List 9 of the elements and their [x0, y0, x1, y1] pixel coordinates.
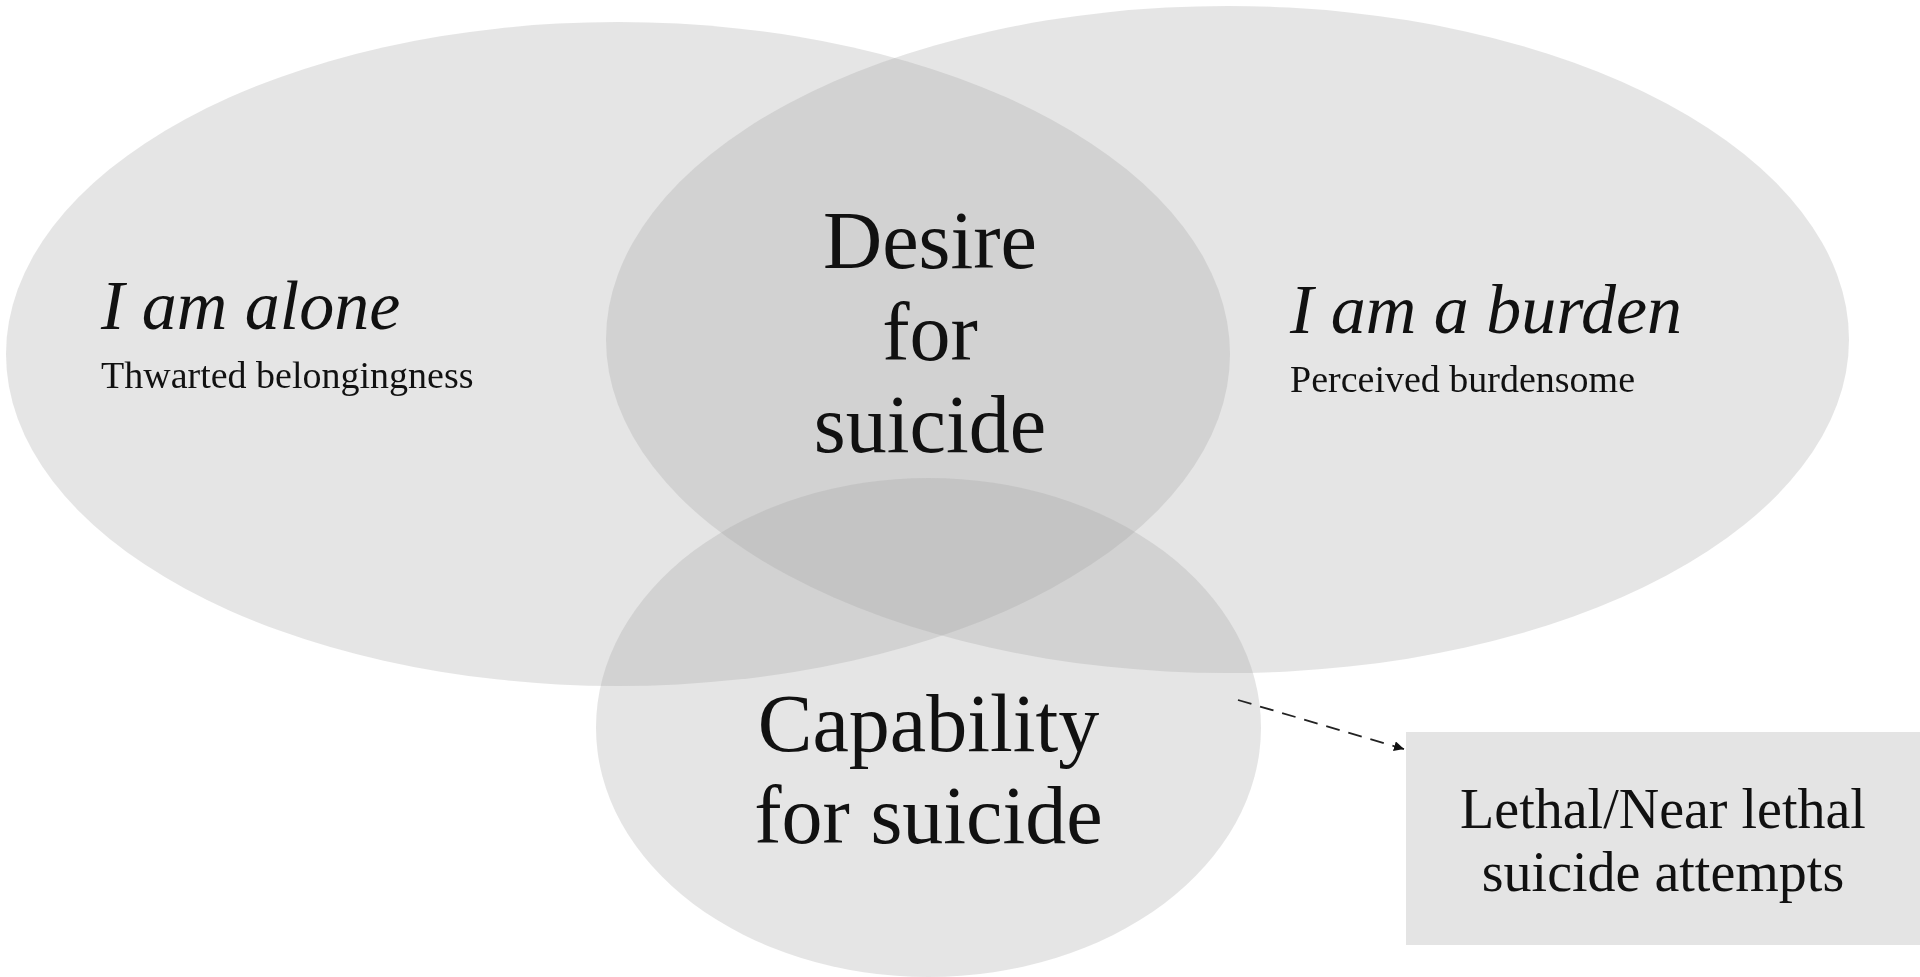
box-text: Lethal/Near lethal suicide attempts	[1459, 778, 1867, 904]
subtitle: Perceived burdensome	[1290, 358, 1636, 401]
heading: Desire for suicide	[812, 195, 1048, 471]
heading: Capability for suicide	[753, 678, 1104, 862]
subtitle: Thwarted belongingness	[101, 354, 474, 397]
outcome-box	[1406, 732, 1920, 945]
heading: I am a burden	[1290, 271, 1683, 350]
heading: I am alone	[101, 267, 401, 346]
dashed-arrow	[1237, 699, 1405, 751]
